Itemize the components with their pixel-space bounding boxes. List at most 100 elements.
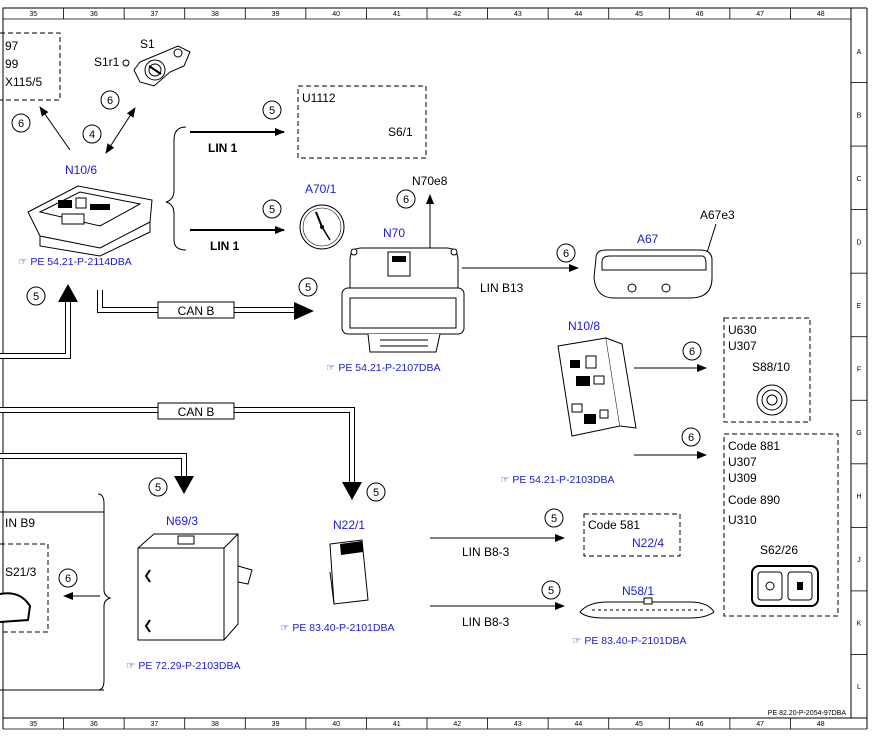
bottom-col-label: 42 (453, 721, 461, 728)
step-marker-number: 5 (548, 585, 554, 597)
step-marker-circle (100, 90, 120, 110)
a67-label: A67 (637, 232, 659, 246)
n69-3-module (137, 533, 253, 641)
step-marker-circle (556, 243, 576, 263)
step-marker-circle (262, 100, 282, 120)
top-col-label: 39 (272, 11, 280, 18)
topleft-line-1: 97 (5, 39, 19, 53)
code-581-box: Code 581 N22/4 (583, 513, 681, 557)
bottom-col-label: 40 (332, 721, 340, 728)
u1112-title: U1112 (302, 91, 336, 105)
bottom-col-label: 35 (29, 721, 37, 728)
step-marker-number: 6 (563, 248, 569, 260)
n58-1-ref: ☞ PE 83.40-P-2101DBA (572, 635, 687, 647)
top-col-label: 41 (393, 11, 401, 18)
u630-line-1: U630 (728, 323, 757, 337)
step-marker-number: 5 (269, 204, 275, 216)
n22-1-ref: ☞ PE 83.40-P-2101DBA (280, 622, 395, 634)
step-marker-number: 5 (305, 282, 311, 294)
s1-switch: S1 S1r1 (94, 37, 191, 87)
doc-id: PE 82.20-P-2054-97DBA (768, 710, 847, 717)
step-marker-number: 5 (155, 482, 161, 494)
lin1-lower-label: LIN 1 (210, 239, 240, 253)
bottom-col-label: 47 (756, 721, 764, 728)
step-marker-number: 5 (373, 487, 379, 499)
row-label: C (856, 176, 861, 183)
row-label: K (857, 621, 862, 628)
bottom-col-label: 43 (514, 721, 522, 728)
step-marker-number: 6 (65, 573, 71, 585)
step-marker-circle (541, 580, 561, 600)
n58-1-label: N58/1 (622, 584, 654, 598)
left-brace (97, 493, 112, 691)
step-marker-circle (681, 427, 701, 447)
n69-3-ref: ☞ PE 72.29-P-2103DBA (126, 660, 241, 672)
lin-b8-3-lower-label: LIN B8-3 (462, 615, 510, 629)
step-marker-circle (682, 341, 702, 361)
lin-b8-3-upper-label: LIN B8-3 (462, 545, 510, 559)
row-label: G (856, 430, 861, 437)
top-col-label: 35 (29, 11, 37, 18)
bottom-col-label: 37 (151, 721, 159, 728)
topleft-line-2: 99 (5, 57, 19, 71)
code-890-line-2: U310 (728, 513, 757, 527)
n70-label: N70 (383, 226, 405, 240)
row-label: F (857, 367, 861, 374)
row-label: J (857, 557, 861, 564)
step-marker-circle (298, 277, 318, 297)
n10-8-ref: ☞ PE 54.21-P-2103DBA (500, 474, 615, 486)
top-col-label: 36 (90, 11, 98, 18)
n22-4-label: N22/4 (632, 536, 664, 550)
in-b9-label: IN B9 (5, 516, 35, 530)
a67e3-label: A67e3 (700, 208, 735, 222)
row-label: H (856, 494, 861, 501)
top-col-label: 43 (514, 11, 522, 18)
lin1-brace (165, 126, 187, 251)
u1112-box: U1112 S6/1 (297, 85, 427, 159)
step-marker-number: 6 (403, 194, 409, 206)
step-marker-circle (11, 113, 31, 133)
top-col-label: 38 (211, 11, 219, 18)
s21-3-label: S21/3 (5, 565, 37, 579)
bottom-col-label: 41 (393, 721, 401, 728)
row-label: B (857, 112, 862, 119)
u1112-sub: S6/1 (388, 125, 413, 139)
row-label: A (857, 49, 862, 56)
row-label: D (856, 239, 861, 246)
n10-6-ref: ☞ PE 54.21-P-2114DBA (18, 256, 132, 268)
step-marker-number: 6 (107, 95, 113, 107)
s62-26-label: S62/26 (760, 543, 798, 557)
a70-1-clock (299, 204, 345, 250)
s1r1-label: S1r1 (94, 55, 120, 69)
top-col-label: 46 (696, 11, 704, 18)
code-581-title: Code 581 (588, 518, 640, 532)
u630-box: U630 U307 S88/10 (723, 317, 811, 423)
topleft-line-3: X115/5 (5, 75, 42, 89)
n10-8-module (557, 337, 637, 437)
bottom-col-label: 39 (272, 721, 280, 728)
can-b-upper-label: CAN B (178, 304, 215, 318)
top-col-label: 40 (332, 11, 340, 18)
n58-1-module (579, 597, 715, 619)
step-marker-circle (366, 482, 386, 502)
code-881-line-2: U307 (728, 455, 757, 469)
top-col-label: 44 (575, 11, 583, 18)
s88-10-label: S88/10 (752, 360, 790, 374)
bottom-col-label: 36 (90, 721, 98, 728)
n70e8-label: N70e8 (412, 174, 448, 188)
bottom-col-label: 38 (211, 721, 219, 728)
a67-mirror (593, 249, 713, 299)
step-marker-number: 6 (689, 346, 695, 358)
step-marker-number: 5 (551, 513, 557, 525)
top-col-label: 47 (756, 11, 764, 18)
step-marker-circle (26, 286, 46, 306)
topleft-box: 97 99 X115/5 (0, 32, 61, 101)
row-label: E (857, 303, 862, 310)
n22-1-module (329, 539, 369, 605)
step-marker-circle (262, 199, 282, 219)
step-marker-circle (58, 568, 78, 588)
step-marker-number: 6 (688, 432, 694, 444)
s1-label: S1 (140, 37, 155, 51)
